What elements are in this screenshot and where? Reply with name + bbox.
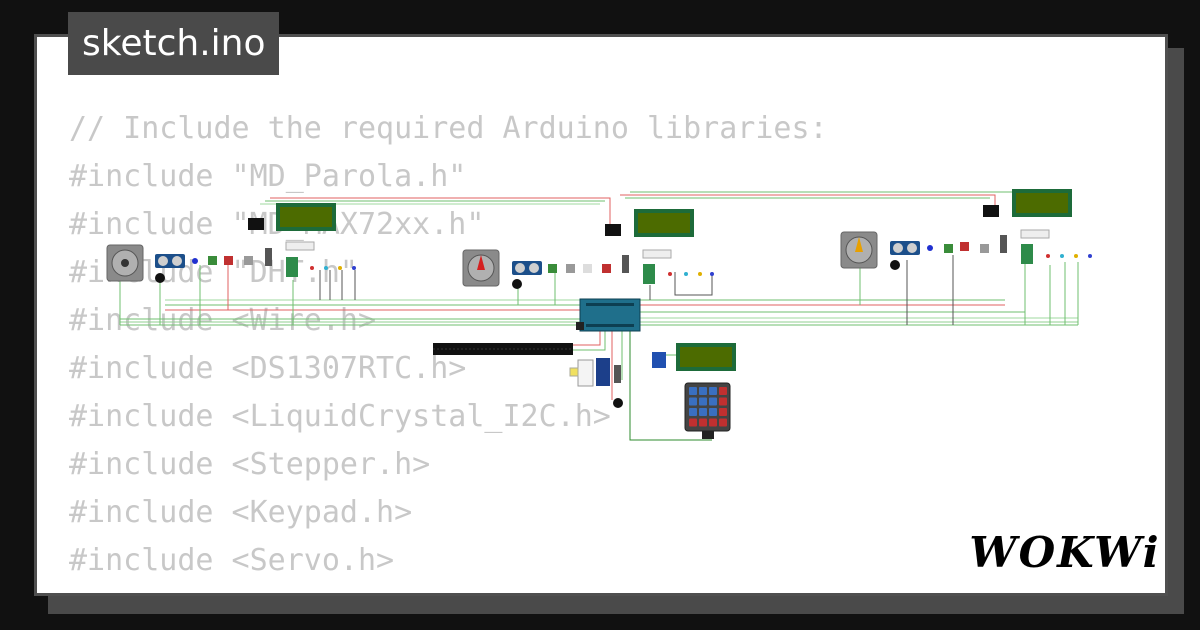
keypad-key [709,387,717,395]
lcd-display-2 [634,209,694,237]
wokwi-logo: WOKWi [969,528,1158,577]
stepper-motor-right [840,231,878,269]
file-tab-title: sketch.ino [68,12,280,75]
ultrasonic-sensor-middle [512,261,542,275]
dht-sensor-modules [285,229,1050,284]
membrane-keypad [684,382,731,439]
keypad-key [709,418,717,427]
logo-text: WOKWi [969,527,1161,577]
stepper-motor-middle [462,249,500,287]
keypad-key [689,387,697,395]
lcd-display-4 [676,343,736,371]
keypad-key [709,408,717,416]
arduino-mega-board [576,298,641,332]
ultrasonic-sensor-right [890,241,920,255]
keypad-key [699,408,707,416]
keypad-key [699,397,707,406]
code-line: #include <DS1307RTC.h> [69,351,467,386]
code-line: #include <Adafruit_GFX.h> [69,585,828,593]
code-line: #include <Stepper.h> [69,447,431,482]
keypad-key [699,418,707,427]
keypad-key [689,397,697,406]
led-matrix [433,343,573,355]
code-line: #include "MD_Parola.h" [69,159,467,194]
keypad-key [719,418,727,427]
keypad-key [719,397,727,406]
keypad-key [719,408,727,416]
code-line: // Include the required Arduino librarie… [69,111,828,146]
keypad-key [719,387,727,395]
ultrasonic-sensor-left [155,254,185,268]
lcd-display-1 [276,203,336,231]
lcd-display-3 [1012,189,1072,217]
oled-displays [248,205,999,236]
keypad-key [699,387,707,395]
keypad-key [689,408,697,416]
code-line: #include <Servo.h> [69,543,395,578]
keypad-key [689,418,697,427]
code-line: #include <LiquidCrystal_I2C.h> [69,399,611,434]
wire-bundle [119,191,1079,441]
rtc-module [569,352,666,387]
servo-motors [265,235,1007,383]
code-line: #include <Keypad.h> [69,495,413,530]
code-line: #include <Wire.h> [69,303,377,338]
keypad-key [709,397,717,406]
led-indicators [192,242,1092,276]
code-line: #include "MD_MAX72xx.h" [69,207,485,242]
buzzer [155,260,900,408]
stepper-motor-left [106,244,144,282]
